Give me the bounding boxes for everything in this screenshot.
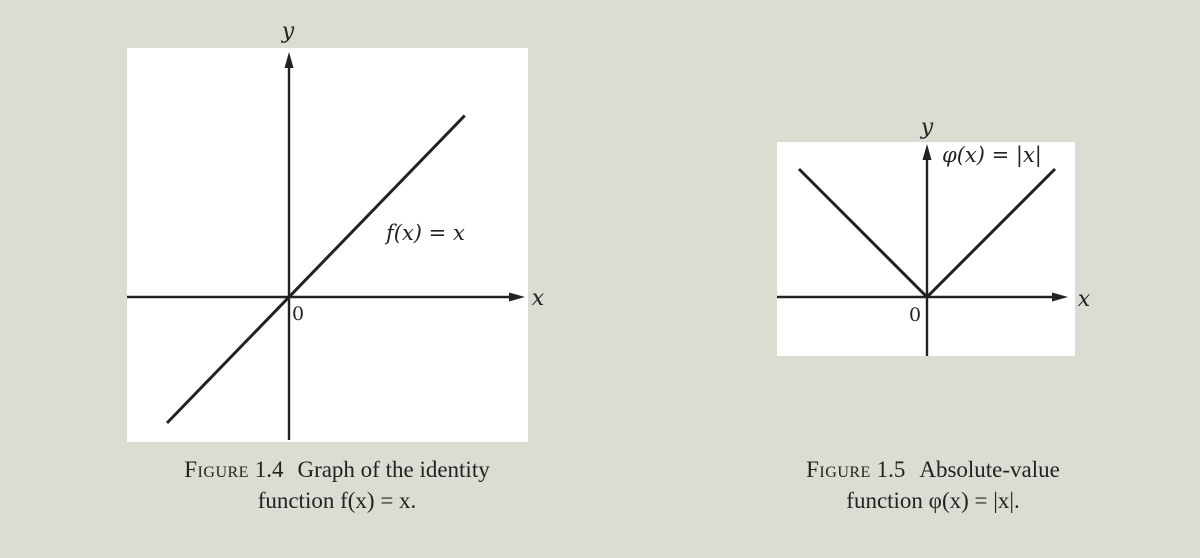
- x-axis-label: x: [532, 286, 545, 311]
- figure-1-4-number: 1.4: [254, 457, 284, 482]
- x-axis-arrow: [1052, 292, 1068, 302]
- figure-1-4-caption-line2: function f(x) = x.: [257, 488, 417, 513]
- function-annotation: f(x) = x: [384, 221, 465, 245]
- figure-1-5-caption-line2: function φ(x) = |x|.: [846, 488, 1020, 513]
- y-axis-label: y: [281, 19, 295, 44]
- figure-1-4-caption: Figure 1.4 Graph of the identity function…: [127, 454, 547, 516]
- figure-1-4-caption-line1: Graph of the identity: [297, 457, 490, 482]
- function-annotation: φ(x) = |x|: [942, 143, 1042, 168]
- y-axis-label: y: [920, 115, 934, 140]
- y-axis-arrow: [284, 52, 294, 68]
- y-axis-arrow: [922, 144, 932, 160]
- x-axis-label: x: [1078, 287, 1091, 312]
- series-line-0: [165, 114, 466, 425]
- figure-1-5-caption-line1: Absolute-value: [919, 457, 1060, 482]
- figure-1-4-label: Figure: [184, 457, 249, 482]
- x-axis-arrow: [509, 292, 525, 302]
- figure-1-4-marks: x y 0 f(x) = x: [127, 19, 545, 440]
- origin-label: 0: [909, 304, 921, 326]
- figure-1-4-panel: [127, 48, 528, 442]
- figure-1-5-marks: x y 0 φ(x) = |x|: [777, 115, 1091, 356]
- figure-1-5-caption: Figure 1.5 Absolute-value function φ(x) =…: [770, 454, 1096, 516]
- origin-label: 0: [292, 303, 304, 325]
- series-line-0: [797, 167, 1057, 300]
- figure-1-5-number: 1.5: [876, 457, 906, 482]
- figure-1-5-label: Figure: [806, 457, 871, 482]
